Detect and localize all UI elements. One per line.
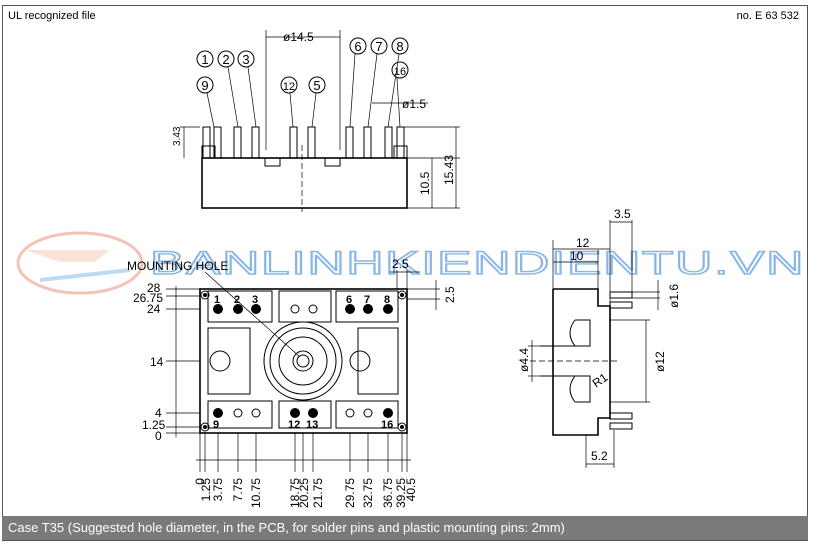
end-view: 12 10 3.5 ø1.6 ø12 ø4.4 R1 5.2 — [517, 207, 681, 468]
top-pins-row-bottom — [213, 408, 393, 418]
x-dimensions: 0 1.25 3.75 7.75 10.75 18.75 20.25 21.75… — [193, 433, 418, 508]
pin-label-3: 3 — [252, 294, 258, 306]
dim-pin-dia-end: ø1.6 — [667, 284, 681, 308]
dim-pin-dia-side: ø1.5 — [402, 97, 426, 111]
x-label-32-75: 32.75 — [361, 478, 375, 508]
case-caption: Case T35 (Suggested hole diameter, in th… — [2, 516, 808, 540]
x-label-36-75: 36.75 — [381, 478, 395, 508]
y-label-28: 28 — [147, 281, 161, 295]
dim-10-5: 10.5 — [418, 171, 432, 195]
top-pins-row-top — [213, 304, 393, 314]
dim-hole-dia: ø4.4 — [517, 348, 531, 372]
dim-10: 10 — [570, 249, 584, 263]
pin-label-12: 12 — [288, 419, 300, 431]
pin-label-13: 13 — [306, 419, 318, 431]
y-label-0: 0 — [155, 429, 162, 443]
dim-2-5-top: 2.5 — [392, 257, 409, 271]
x-label-21-75: 21.75 — [311, 478, 325, 508]
y-label-24: 24 — [147, 302, 161, 316]
dim-3-43: 3.43 — [172, 126, 183, 146]
end-pins — [609, 291, 633, 430]
x-label-0: 0 — [193, 478, 207, 485]
callout-1: 1 — [201, 52, 208, 67]
x-label-7-75: 7.75 — [231, 478, 245, 502]
x-label-40-5: 40.5 — [404, 478, 418, 502]
x-label-20-25: 20.25 — [297, 478, 311, 508]
callout-5: 5 — [313, 78, 320, 93]
mounting-hole-label: MOUNTING HOLE — [127, 259, 228, 273]
side-view: ø14.5 ø1.5 3.43 10.5 15.43 1 2 3 6 7 8 9… — [172, 30, 460, 212]
callout-6: 6 — [354, 39, 361, 54]
y-label-14: 14 — [150, 355, 164, 369]
dim-12-top: 12 — [576, 236, 590, 250]
y-dimensions: 28 26.75 24 14 4 1.25 0 — [133, 281, 200, 443]
callout-7: 7 — [375, 39, 382, 54]
drawing-frame — [2, 5, 808, 541]
pin-label-16: 16 — [381, 419, 393, 431]
y-label-4: 4 — [155, 406, 162, 420]
watermark-text: BANLINHKIENDIENTU.VN — [150, 245, 805, 281]
top-body — [199, 288, 408, 434]
callout-9: 9 — [201, 78, 208, 93]
file-number-label: no. E 63 532 — [736, 10, 799, 22]
callout-3: 3 — [242, 52, 249, 67]
pin-label-1: 1 — [214, 294, 220, 306]
callout-2: 2 — [222, 52, 229, 67]
y-label-26-75: 26.75 — [133, 291, 163, 305]
x-label-10-75: 10.75 — [249, 478, 263, 508]
watermark-logo — [16, 231, 144, 295]
side-pins — [202, 126, 405, 159]
end-body — [552, 288, 611, 436]
x-label-29-75: 29.75 — [343, 478, 357, 508]
dim-radius: R1 — [590, 370, 611, 390]
dim-2-5-side: 2.5 — [443, 286, 457, 303]
top-view: 1 2 3 6 7 8 9 12 13 16 MOUNTING HOLE 2.5… — [127, 257, 457, 508]
pin-label-2: 2 — [234, 294, 240, 306]
callout-12: 12 — [283, 81, 295, 93]
dim-15-43: 15.43 — [442, 155, 456, 185]
dim-3-5: 3.5 — [614, 207, 631, 221]
ul-recognized-label: UL recognized file — [8, 10, 96, 22]
pin-label-7: 7 — [364, 294, 370, 306]
y-label-1-25: 1.25 — [142, 418, 166, 432]
side-body — [201, 157, 408, 209]
pin-label-8: 8 — [384, 294, 390, 306]
dim-bore-dia: ø12 — [653, 351, 667, 372]
dim-14-5: ø14.5 — [283, 30, 314, 44]
pin-callouts: 1 2 3 6 7 8 9 12 5 16 — [196, 37, 409, 128]
x-label-39-25: 39.25 — [394, 478, 408, 508]
callout-8: 8 — [396, 39, 403, 54]
pin-label-9: 9 — [213, 419, 219, 431]
x-label-3-75: 3.75 — [211, 478, 225, 502]
dim-5-2: 5.2 — [591, 449, 608, 463]
pin-label-6: 6 — [346, 294, 352, 306]
x-label-18-75: 18.75 — [288, 478, 302, 508]
x-label-1-25: 1.25 — [199, 478, 213, 502]
